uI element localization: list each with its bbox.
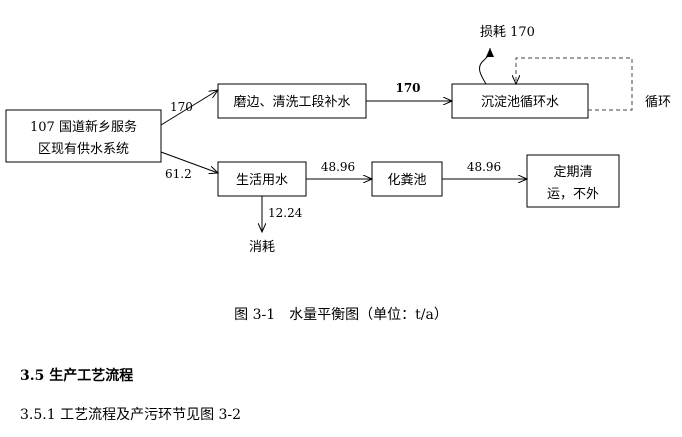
arrow-source-to-domestic bbox=[160, 151, 218, 173]
recycle-loop bbox=[516, 57, 633, 111]
source-box bbox=[5, 109, 162, 163]
cleanup-box bbox=[526, 154, 620, 208]
recycle-label: 循环 bbox=[645, 95, 671, 110]
polish-label: 磨边、清洗工段补水 bbox=[233, 95, 350, 110]
source-label-line2: 区现有供水系统 bbox=[38, 142, 129, 157]
sediment-label: 沉淀池循环水 bbox=[481, 95, 559, 110]
subsection-heading: 3.5.1 工艺流程及产污环节见图 3-2 bbox=[20, 407, 242, 423]
cleanup-label-line1: 定期清 bbox=[553, 165, 592, 180]
flow-to-domestic: 61.2 bbox=[165, 167, 192, 181]
water-balance-diagram: 107 国道新乡服务 区现有供水系统 磨边、清洗工段补水 沉淀池循环水 生活用水… bbox=[5, 25, 671, 255]
loss-top-label: 损耗 170 bbox=[480, 25, 535, 40]
arrow-source-to-polish bbox=[160, 90, 218, 126]
flow-to-polish: 170 bbox=[170, 100, 193, 114]
septic-label: 化粪池 bbox=[387, 173, 426, 188]
sediment-box bbox=[451, 83, 589, 119]
flow-domestic-loss: 12.24 bbox=[268, 206, 303, 220]
domestic-label: 生活用水 bbox=[236, 173, 288, 188]
flow-domestic-to-septic: 48.96 bbox=[321, 160, 355, 174]
figure-caption: 图 3-1 水量平衡图（单位：t/a） bbox=[234, 307, 448, 323]
polish-box bbox=[217, 83, 367, 119]
flow-septic-to-cleanup: 48.96 bbox=[467, 160, 501, 174]
source-label-line1: 107 国道新乡服务 bbox=[30, 119, 137, 135]
arrow-sediment-loss bbox=[478, 47, 494, 85]
cleanup-label-line2: 运，不外 bbox=[547, 187, 599, 202]
septic-box bbox=[371, 161, 443, 197]
section-heading: 3.5 生产工艺流程 bbox=[20, 368, 134, 384]
flow-polish-to-sediment: 170 bbox=[395, 81, 420, 95]
loss-bottom-label: 消耗 bbox=[249, 240, 275, 255]
